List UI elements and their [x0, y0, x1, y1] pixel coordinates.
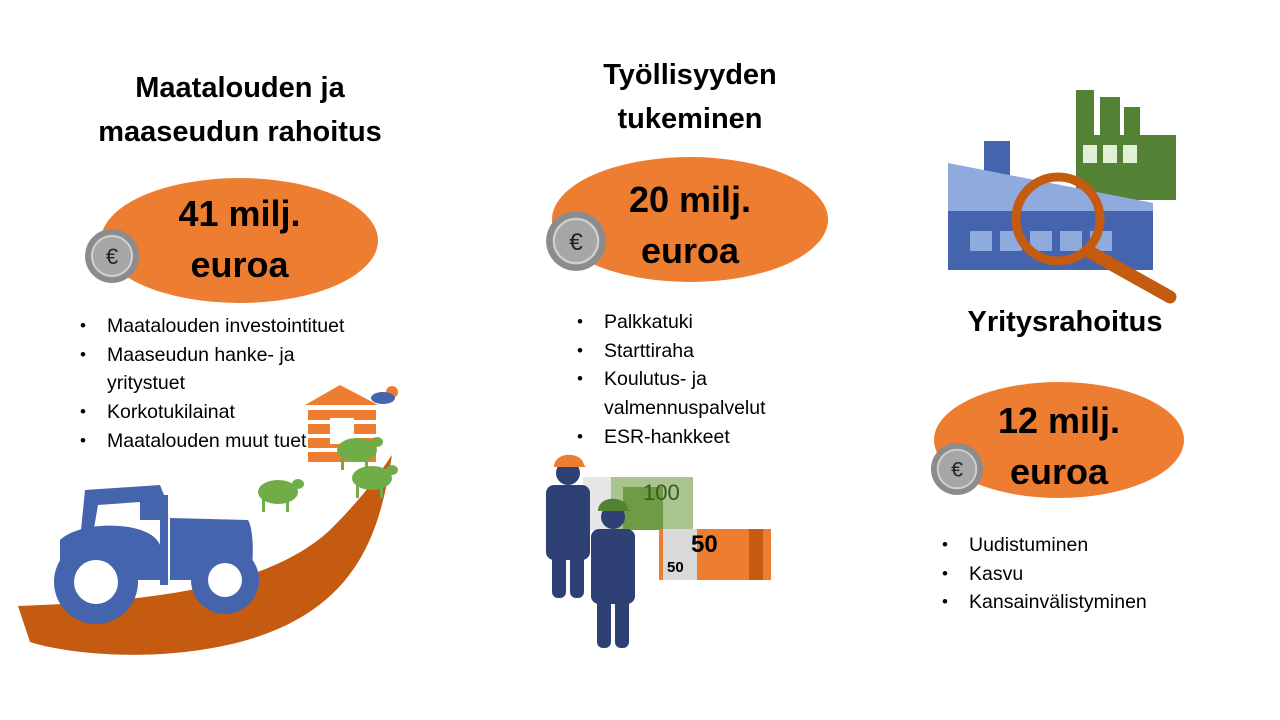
list-item: Maatalouden investointituet [80, 312, 400, 341]
tractor-icon [54, 485, 259, 624]
title-line: tukeminen [617, 103, 763, 135]
amount-line: euroa [190, 244, 289, 285]
title-line: Maatalouden ja [135, 72, 345, 104]
amount-line: 20 milj. [628, 179, 752, 220]
section-3-title: Yritysrahoitus [915, 300, 1215, 344]
workers-icon [546, 454, 635, 648]
factory-magnifier-icon [948, 90, 1177, 304]
banknote-value-small: 50 [667, 559, 684, 576]
euro-coin-icon: € [930, 442, 984, 496]
amount-line: euroa [1009, 451, 1109, 492]
list-item: Maatalouden muut tuet [80, 427, 307, 456]
helmet-icon [554, 454, 586, 467]
title-line: Työllisyyden [603, 59, 777, 91]
section-3-amount: 12 milj. euroa [934, 395, 1184, 497]
list-item: Koulutus- ja valmennuspalvelut [577, 365, 804, 422]
list-item: Maaseudun hanke- ja yritystuet [80, 341, 347, 398]
section-2-amount: 20 milj. euroa [552, 174, 828, 276]
banknote-value: 50 [691, 531, 718, 558]
list-item: Korkotukilainat [80, 398, 400, 427]
list-item: Uudistuminen [942, 531, 1222, 560]
euro-symbol: € [951, 459, 963, 482]
euro-coin-icon: € [85, 229, 139, 283]
list-item: ESR-hankkeet [577, 423, 817, 452]
section-1-bullets: Maatalouden investointituet Maaseudun ha… [80, 312, 400, 456]
title-line: maaseudun rahoitus [98, 116, 382, 148]
sheep-icon [258, 437, 398, 512]
euro-symbol: € [569, 229, 583, 256]
section-1-amount: 41 milj. euroa [101, 188, 378, 290]
section-2-title: Työllisyyden tukeminen [490, 53, 890, 141]
list-item: Palkkatuki [577, 308, 817, 337]
list-item: Starttiraha [577, 337, 817, 366]
helmet-icon [598, 498, 630, 511]
section-1-title: Maatalouden ja maaseudun rahoitus [40, 66, 440, 154]
section-3-bullets: Uudistuminen Kasvu Kansainvälistyminen [942, 531, 1222, 617]
euro-symbol: € [106, 244, 118, 269]
banknote-value: 100 [643, 480, 680, 505]
cloud-sun-icon [371, 386, 398, 404]
banknote-50: 50 50 [659, 529, 771, 580]
list-item: Kasvu [942, 560, 1222, 589]
farm-illustration [18, 385, 398, 655]
amount-line: 41 milj. [178, 193, 301, 234]
amount-line: 12 milj. [997, 400, 1121, 441]
list-item: Kansainvälistyminen [942, 588, 1222, 617]
section-2-bullets: Palkkatuki Starttiraha Koulutus- ja valm… [577, 308, 817, 452]
amount-ellipse [101, 178, 378, 303]
title-line: Yritysrahoitus [967, 306, 1163, 338]
euro-coin-icon: € [546, 211, 606, 271]
amount-line: euroa [640, 230, 740, 271]
